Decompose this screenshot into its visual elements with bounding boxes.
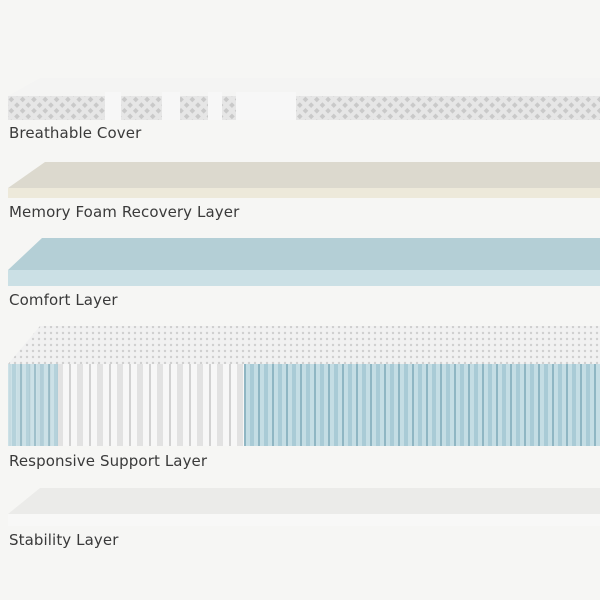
breathable-cover-label: Breathable Cover [9,124,142,142]
responsive-support-layer [0,324,600,448]
stability-layer-illustration [8,488,600,526]
stability-layer-label: Stability Layer [9,531,119,549]
comfort-layer-label: Comfort Layer [9,291,118,309]
responsive-support-label: Responsive Support Layer [9,452,208,470]
memory-foam-label: Memory Foam Recovery Layer [9,203,240,221]
breathable-cover-illustration [8,78,600,120]
stability-layer [0,486,600,528]
comfort-layer [0,236,600,288]
breathable-cover-layer [0,74,600,122]
memory-foam-illustration [8,162,600,198]
comfort-layer-illustration [8,238,600,286]
memory-foam-layer [0,160,600,200]
responsive-support-illustration [8,326,600,446]
